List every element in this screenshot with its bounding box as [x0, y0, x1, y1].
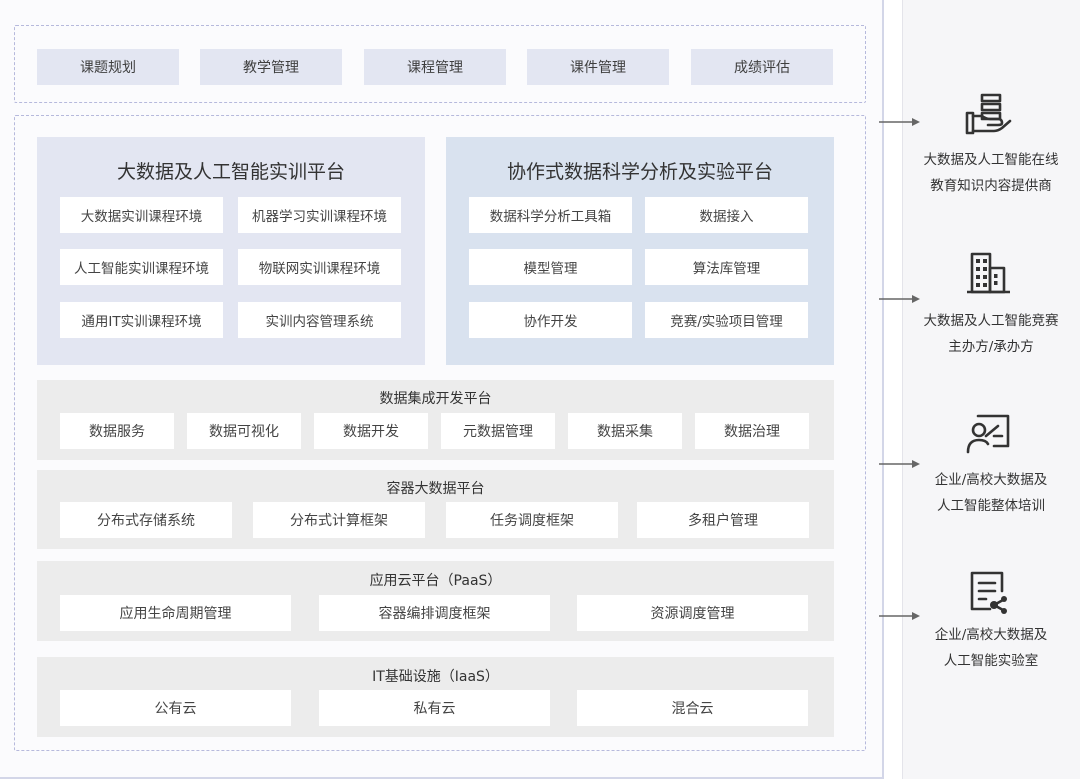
customer-label-line1: 企业/高校大数据及 [934, 627, 1048, 643]
trainer-board-icon [966, 414, 1010, 454]
layer-item: 数据开发 [314, 413, 428, 449]
layer-item: 多租户管理 [637, 502, 809, 538]
layer-item: 任务调度框架 [446, 502, 618, 538]
layer-item: 混合云 [577, 690, 808, 726]
training-platform-title: 大数据及人工智能实训平台 [116, 161, 345, 183]
customer-label-line2: 人工智能实验室 [943, 653, 1039, 669]
container-bigdata-title: 容器大数据平台 [386, 481, 485, 497]
training-platform: 大数据及人工智能实训平台 大数据实训课程环境 机器学习实训课程环境 人工智能实训… [37, 137, 425, 365]
customer-label-line1: 大数据及人工智能竞赛 [923, 313, 1059, 329]
layer-item: 数据治理 [695, 413, 809, 449]
layer-item: 应用生命周期管理 [60, 595, 291, 631]
training-env-item: 物联网实训课程环境 [238, 249, 401, 285]
training-env-item: 实训内容管理系统 [238, 302, 401, 338]
layer-item: 容器编排调度框架 [319, 595, 550, 631]
arrow-right-icon [879, 295, 920, 303]
top-item-topic-planning: 课题规划 [37, 49, 179, 85]
data-science-platform: 协作式数据科学分析及实验平台 数据科学分析工具箱 数据接入 模型管理 算法库管理… [446, 137, 834, 365]
paas-layer: 应用云平台（PaaS） 应用生命周期管理 容器编排调度框架 资源调度管理 [37, 561, 834, 641]
customer-label-line1: 大数据及人工智能在线 [923, 152, 1059, 168]
iaas-title: IT基础设施（IaaS） [372, 669, 499, 685]
layer-item: 分布式计算框架 [253, 502, 425, 538]
platform-stack [14, 115, 866, 751]
customer-label-line1: 企业/高校大数据及 [934, 472, 1048, 488]
customer-label-line2: 教育知识内容提供商 [930, 178, 1052, 194]
data-science-item: 算法库管理 [645, 249, 808, 285]
layer-item: 分布式存储系统 [60, 502, 232, 538]
arrow-right-icon [879, 118, 920, 126]
layer-item: 元数据管理 [441, 413, 555, 449]
training-env-item: 机器学习实训课程环境 [238, 197, 401, 233]
management-bar [14, 25, 866, 103]
layer-item: 私有云 [319, 690, 550, 726]
training-env-item: 通用IT实训课程环境 [60, 302, 223, 338]
data-science-item: 数据接入 [645, 197, 808, 233]
layer-item: 资源调度管理 [577, 595, 808, 631]
document-lab-icon [970, 571, 1007, 614]
top-item-grade-evaluation: 成绩评估 [691, 49, 833, 85]
customer-label-line2: 主办方/承办方 [948, 339, 1034, 355]
training-env-item: 人工智能实训课程环境 [60, 249, 223, 285]
training-env-item: 大数据实训课程环境 [60, 197, 223, 233]
top-item-course-management: 课程管理 [364, 49, 506, 85]
layer-item: 数据采集 [568, 413, 682, 449]
layer-item: 数据服务 [60, 413, 174, 449]
data-science-item: 模型管理 [469, 249, 632, 285]
data-science-item: 竞赛/实验项目管理 [645, 302, 808, 338]
top-item-teaching-management: 教学管理 [200, 49, 342, 85]
top-item-courseware-management: 课件管理 [527, 49, 669, 85]
data-integration-layer: 数据集成开发平台 数据服务 数据可视化 数据开发 元数据管理 数据采集 数据治理 [37, 380, 834, 460]
data-science-platform-title: 协作式数据科学分析及实验平台 [506, 161, 773, 183]
data-science-item: 数据科学分析工具箱 [469, 197, 632, 233]
iaas-layer: IT基础设施（IaaS） 公有云 私有云 混合云 [37, 657, 834, 737]
layer-item: 数据可视化 [187, 413, 301, 449]
data-science-item: 协作开发 [469, 302, 632, 338]
arrow-right-icon [879, 460, 920, 468]
building-icon [967, 252, 1010, 294]
container-bigdata-layer: 容器大数据平台 分布式存储系统 分布式计算框架 任务调度框架 多租户管理 [37, 470, 834, 549]
hand-stack-icon [965, 93, 1012, 135]
layer-item: 公有云 [60, 690, 291, 726]
customer-label-line2: 人工智能整体培训 [937, 498, 1045, 514]
paas-title: 应用云平台（PaaS） [369, 573, 502, 589]
arrow-right-icon [879, 612, 920, 620]
data-integration-title: 数据集成开发平台 [379, 391, 492, 407]
